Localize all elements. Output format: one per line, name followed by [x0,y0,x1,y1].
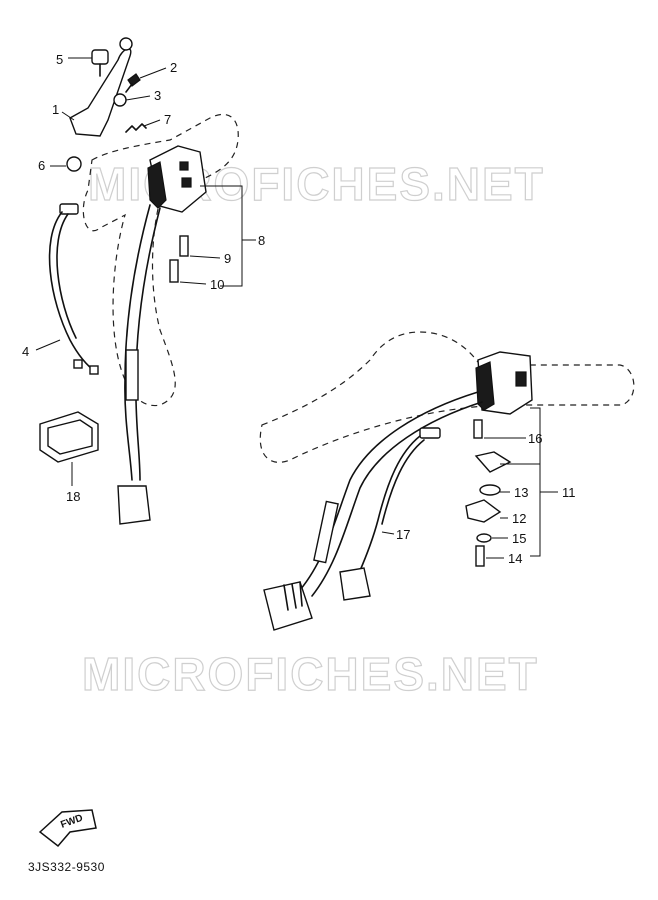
washer-13 [479,484,501,496]
clutch-lever [69,37,133,137]
screw-16 [473,419,483,439]
callout-7: 7 [164,112,171,127]
callout-11: 11 [562,485,576,500]
left-switch-wire [117,204,161,525]
right-handlebar-outline [259,331,635,463]
callout-12: 12 [512,511,526,526]
drawing-code: 3JS332-9530 [28,860,105,874]
callout-8: 8 [258,233,265,248]
nut-6 [66,156,82,172]
nut-3 [113,93,127,107]
screw-10 [169,259,179,283]
callout-18: 18 [66,489,80,504]
callout-10: 10 [210,277,224,292]
switch-part-11 [474,451,512,473]
callout-16: 16 [528,431,542,446]
callout-6: 6 [38,158,45,173]
relay-18 [39,411,99,463]
callout-14: 14 [508,551,522,566]
front-stop-switch [339,427,441,601]
left-switch-housing [147,145,207,213]
callout-1: 1 [52,102,59,117]
callout-9: 9 [224,251,231,266]
callout-2: 2 [170,60,177,75]
screw-9 [179,235,189,257]
bolt-2 [125,73,141,93]
callout-13: 13 [514,485,528,500]
forward-arrow: FWD [38,809,97,848]
callout-5: 5 [56,52,63,67]
leader-lines [35,57,558,559]
spring-7 [125,123,147,133]
right-switch-housing [475,351,533,415]
lever-bolt-5 [91,49,109,77]
right-switch-wire [263,391,483,631]
callout-17: 17 [396,527,410,542]
callout-3: 3 [154,88,161,103]
callout-4: 4 [22,344,29,359]
screw-14 [475,545,485,567]
washer-15 [476,533,492,543]
watermark-bottom: MICROFICHES.NET [82,648,539,700]
clutch-switch [48,203,99,375]
switch-part-12 [465,499,502,523]
callout-15: 15 [512,531,526,546]
